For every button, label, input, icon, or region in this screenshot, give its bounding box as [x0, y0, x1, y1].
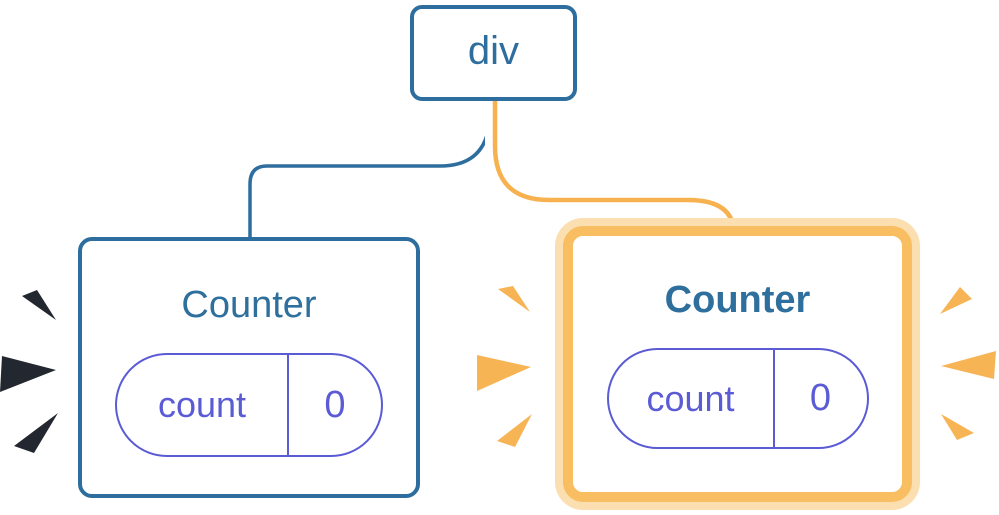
pill-divider: [287, 355, 289, 455]
state-value: 0: [324, 383, 346, 426]
spark-icon: [940, 287, 972, 314]
pill-divider: [772, 350, 775, 447]
state-pill: count 0: [115, 353, 383, 457]
spark-icon: [497, 414, 532, 447]
edge-to-right-counter: [492, 101, 737, 252]
root-node-label: div: [467, 29, 520, 73]
state-value: 0: [809, 377, 832, 419]
counter-card-right-highlighted: Counter count 0: [563, 226, 912, 502]
spark-icon: [941, 414, 974, 440]
counter-title: Counter: [181, 284, 317, 326]
spark-icon: [22, 290, 56, 320]
root-node: div: [410, 5, 577, 101]
counter-title: Counter: [664, 279, 811, 321]
spark-icon: [477, 355, 531, 391]
state-key: count: [646, 377, 735, 419]
counter-card-left: Counter count 0: [78, 237, 420, 498]
spark-icon: [14, 413, 58, 453]
edge-to-left-counter: [248, 101, 492, 238]
spark-icon: [941, 351, 996, 379]
spark-icon: [0, 356, 56, 392]
spark-icon: [498, 286, 530, 312]
state-key: count: [157, 384, 247, 425]
state-pill: count 0: [606, 348, 869, 449]
